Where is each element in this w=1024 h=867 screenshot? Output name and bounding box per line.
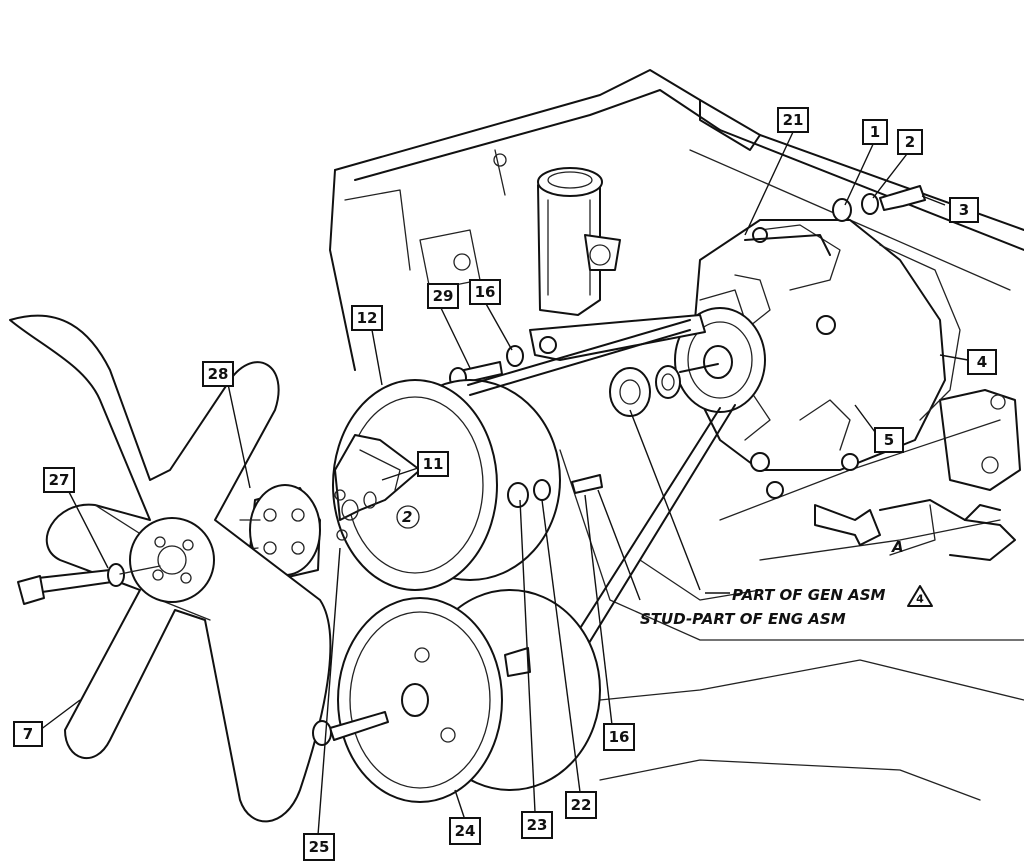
- callout-16-top: 16: [469, 279, 501, 305]
- svg-text:4: 4: [916, 593, 924, 606]
- svg-text:12: 12: [357, 309, 378, 327]
- svg-text:11: 11: [423, 455, 444, 473]
- callout-12: 12: [351, 305, 383, 331]
- callout-4: 4: [967, 349, 997, 375]
- callout-2: 2: [897, 129, 923, 155]
- callout-5: 5: [874, 427, 904, 453]
- svg-text:4: 4: [977, 353, 987, 371]
- svg-text:2: 2: [905, 133, 915, 151]
- svg-text:3: 3: [959, 201, 969, 219]
- callout-28: 28: [202, 361, 234, 387]
- callout-25: 25: [303, 833, 335, 861]
- callout-7: 7: [13, 721, 43, 747]
- generator-mount-bolt: [832, 185, 926, 222]
- pulley-bolt: [312, 711, 389, 746]
- svg-text:23: 23: [527, 816, 548, 834]
- leader-lines: [39, 131, 969, 836]
- stud-note: STUD-PART OF ENG ASM: [640, 610, 846, 628]
- svg-text:16: 16: [609, 728, 630, 746]
- svg-text:STUD-PART OF ENG ASM: STUD-PART OF ENG ASM: [640, 610, 846, 628]
- svg-text:22: 22: [571, 796, 592, 814]
- adjusting-bracket: [529, 314, 706, 361]
- svg-text:25: 25: [309, 838, 330, 856]
- svg-text:29: 29: [433, 287, 454, 305]
- svg-text:5: 5: [884, 431, 894, 449]
- pulley-mark-2: 2: [402, 508, 412, 526]
- svg-text:7: 7: [23, 725, 33, 743]
- callout-23: 23: [521, 811, 553, 839]
- callout-22: 22: [565, 791, 597, 819]
- svg-text:27: 27: [49, 471, 70, 489]
- svg-text:28: 28: [208, 365, 229, 383]
- svg-text:PART OF GEN ASM: PART OF GEN ASM: [732, 586, 886, 604]
- stud-nut-washer: [507, 474, 603, 508]
- callout-16-bottom: 16: [603, 723, 635, 751]
- callout-3: 3: [949, 197, 979, 223]
- generator-assembly: A: [609, 219, 961, 556]
- svg-text:24: 24: [455, 822, 476, 840]
- fan-bolt: [17, 563, 161, 605]
- view-letter-a: A: [891, 538, 904, 556]
- crankshaft-lower-pulley: [337, 589, 601, 803]
- svg-text:21: 21: [783, 111, 804, 129]
- callout-11: 11: [417, 451, 449, 477]
- callout-21: 21: [777, 107, 809, 133]
- callout-1: 1: [862, 119, 888, 145]
- callout-29: 29: [427, 283, 459, 309]
- svg-text:1: 1: [870, 123, 880, 141]
- gen-asm-note: PART OF GEN ASM 4: [705, 585, 933, 607]
- callout-27: 27: [43, 467, 75, 493]
- callout-24: 24: [449, 817, 481, 845]
- crankshaft-upper-pulley: 2: [332, 379, 561, 591]
- svg-text:16: 16: [475, 283, 496, 301]
